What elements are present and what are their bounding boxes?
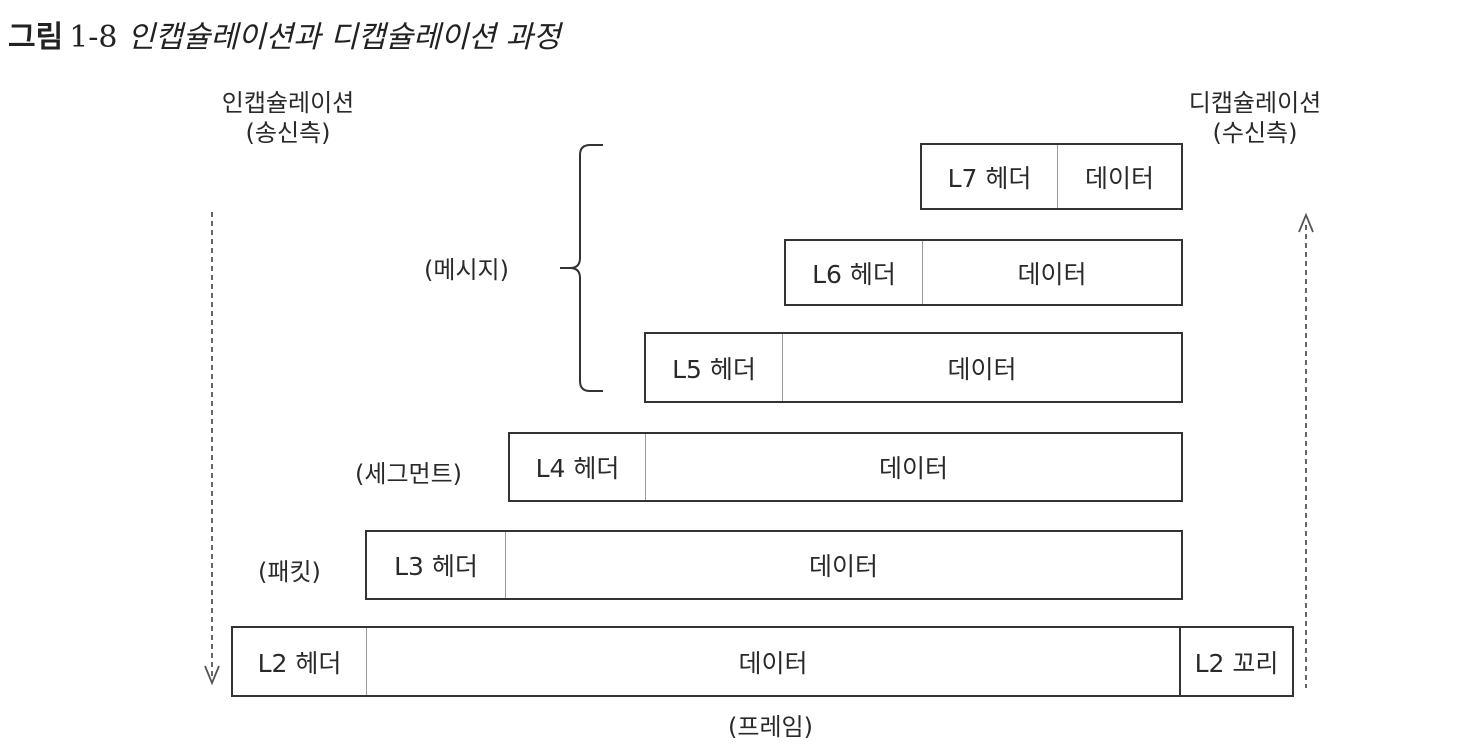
figure-number-label: 그림 [8, 20, 64, 55]
sender-title: 인캡슐레이션 [221, 89, 355, 117]
l5-header: L5 헤더 [646, 334, 783, 401]
l2-data: 데이터 [738, 648, 808, 678]
receiver-label: 디캡슐레이션 (수신측) [1145, 88, 1365, 148]
l6-data: 데이터 [1017, 259, 1087, 289]
l2-trailer: L2 꼬리 [1179, 628, 1292, 695]
pdu-label-frame: (프레임) [728, 713, 813, 741]
encapsulation-arrow-head [204, 665, 220, 686]
sender-subtitle: (송신측) [245, 119, 331, 147]
layer-5-unit: L5 헤더 데이터 [644, 332, 1183, 403]
layer-7-unit: L7 헤더 데이터 [920, 143, 1183, 210]
l7-header: L7 헤더 [922, 145, 1058, 208]
layer-3-unit: L3 헤더 데이터 [365, 530, 1183, 600]
layer-4-unit: L4 헤더 데이터 [508, 432, 1183, 502]
receiver-title: 디캡슐레이션 [1188, 89, 1322, 117]
receiver-subtitle: (수신측) [1212, 119, 1298, 147]
decapsulation-arrow-head [1298, 212, 1314, 233]
l3-header: L3 헤더 [367, 532, 506, 598]
layer-6-unit: L6 헤더 데이터 [784, 239, 1183, 306]
layer-2-frame: L2 헤더 데이터 L2 꼬리 [231, 626, 1294, 697]
pdu-label-packet: (패킷) [258, 558, 321, 586]
sender-label: 인캡슐레이션 (송신측) [178, 88, 398, 148]
l7-data: 데이터 [1084, 163, 1154, 193]
pdu-label-message: (메시지) [424, 256, 509, 284]
message-brace [560, 144, 603, 392]
l4-header: L4 헤더 [510, 434, 646, 500]
l4-data: 데이터 [878, 454, 948, 483]
figure-title: 인캡슐레이션과 디캡슐레이션 과정 [127, 20, 561, 55]
figure-number: 1-8 [69, 20, 118, 55]
l3-data: 데이터 [808, 552, 878, 581]
l2-header: L2 헤더 [233, 628, 367, 695]
pdu-label-segment: (세그먼트) [355, 460, 463, 488]
l5-data: 데이터 [947, 354, 1017, 384]
l6-header: L6 헤더 [786, 241, 923, 304]
